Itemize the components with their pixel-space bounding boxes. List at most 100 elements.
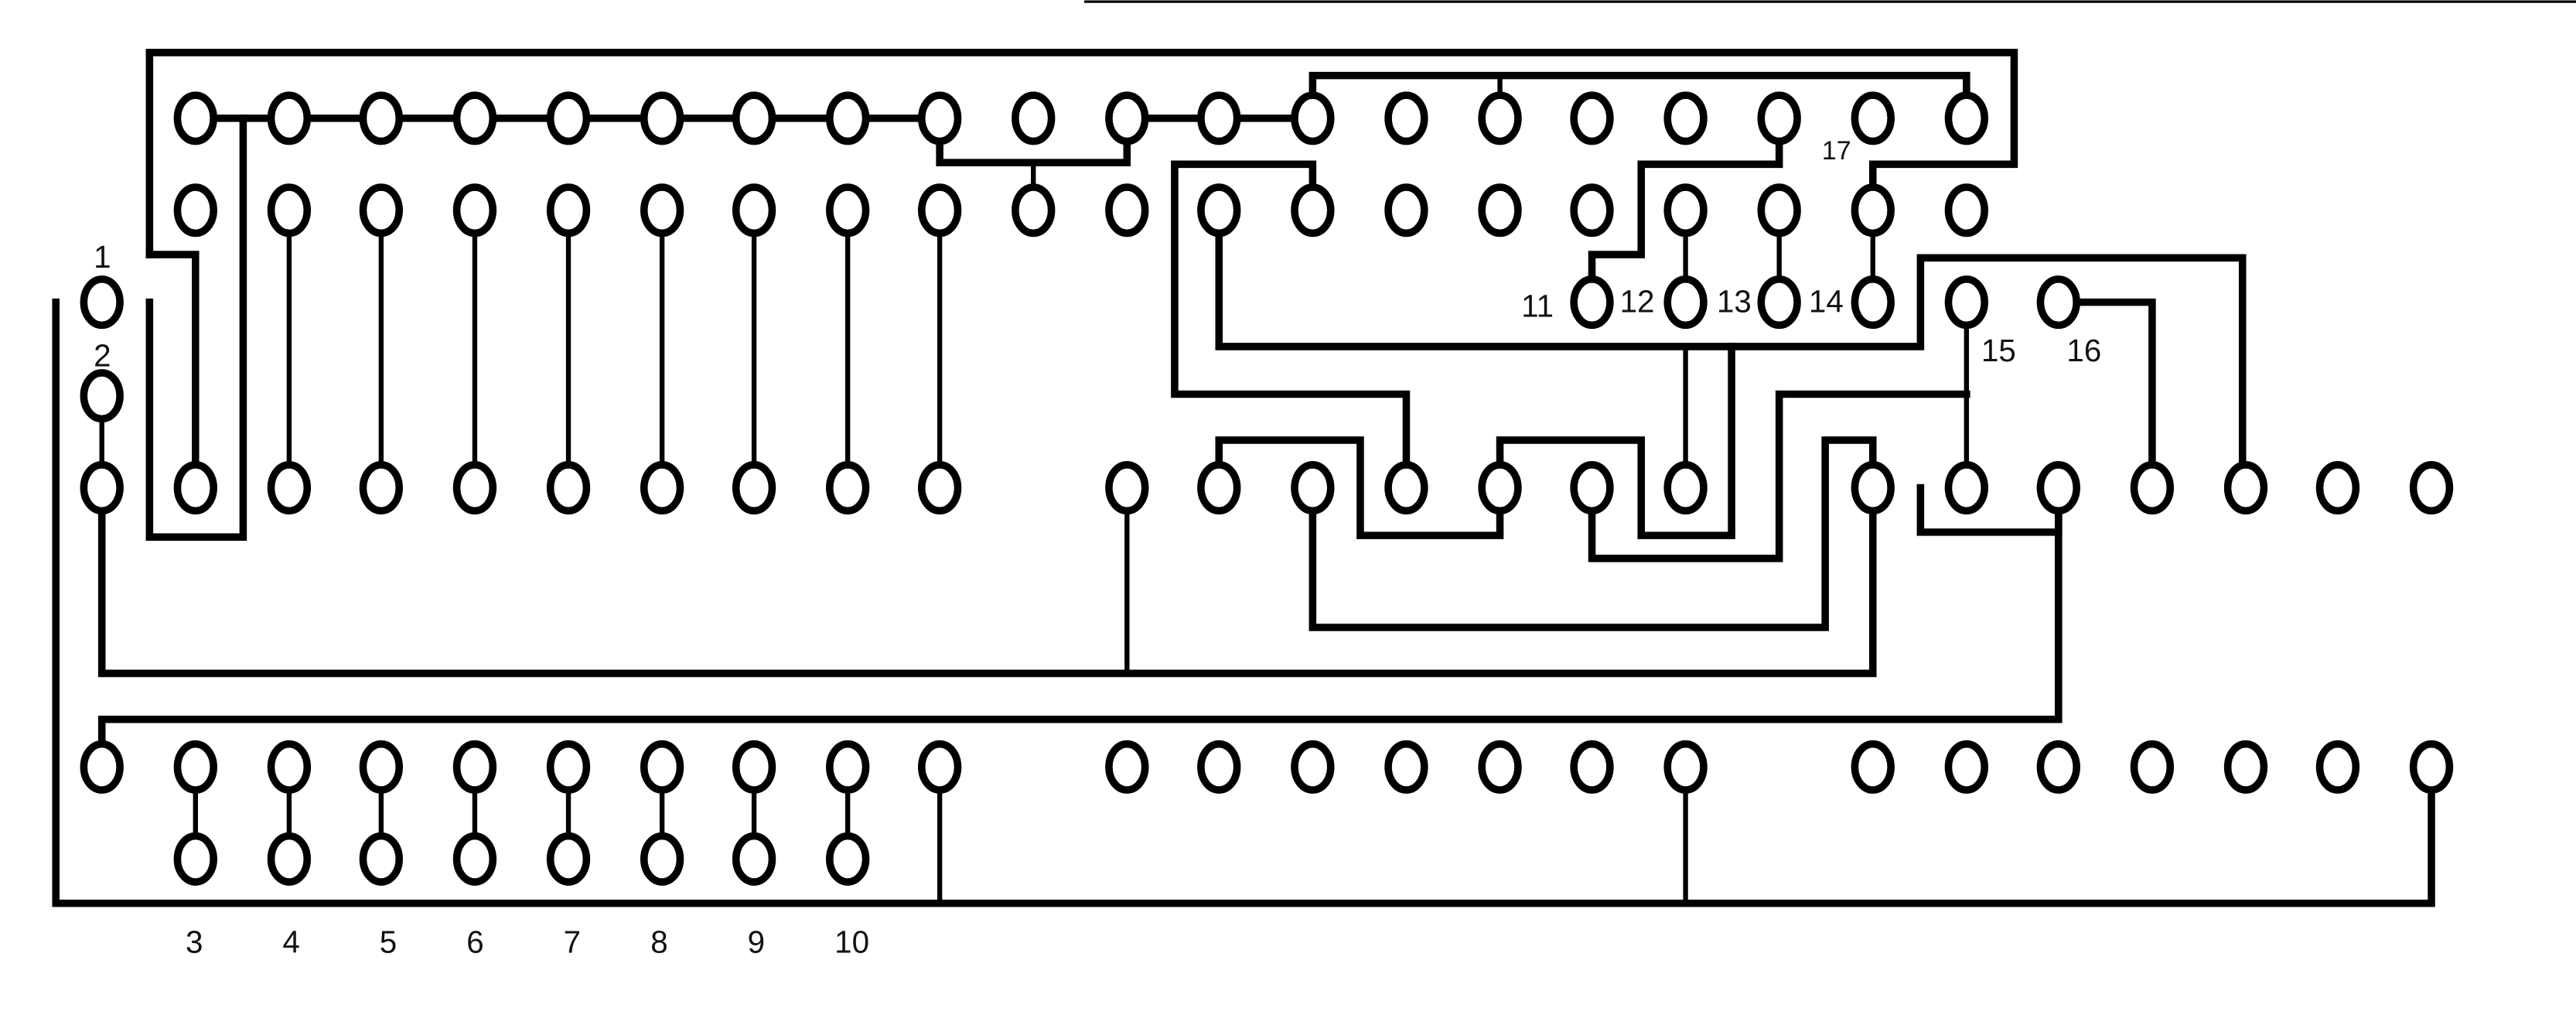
pin-label-7: 7 (564, 924, 581, 959)
pin-label-16: 16 (2066, 333, 2101, 368)
pin-label-11: 11 (1521, 289, 1554, 324)
pad-lower-row (1851, 740, 1895, 794)
pad-middle-row (732, 461, 776, 515)
pad-second-row (1570, 183, 1614, 238)
pad-top-row (826, 91, 870, 145)
pad-middle-row (2130, 461, 2175, 515)
pad-middle-row (2223, 461, 2268, 515)
pad-lower-row (732, 740, 776, 794)
pad-pin-8 (640, 832, 684, 886)
pad-second-row (1105, 183, 1149, 238)
pad-top-row (732, 91, 776, 145)
pad-top-row (1291, 91, 1335, 145)
pad-lower-row (1478, 740, 1522, 794)
pad-top-row (1197, 91, 1241, 145)
pin-label-12: 12 (1620, 283, 1655, 319)
pad-middle-row (546, 461, 591, 515)
traces (52, 49, 2435, 907)
pad-middle-row (2036, 461, 2080, 515)
pad-middle-row (1570, 461, 1614, 515)
pad-lower-row (917, 740, 962, 794)
pad-lower-row (1944, 740, 1989, 794)
pad-top-row (1570, 91, 1614, 145)
pin-label-6: 6 (466, 924, 483, 959)
pin-label-4: 4 (282, 924, 299, 959)
pad-second-row (1478, 183, 1522, 238)
pad-pin-11 (1570, 275, 1614, 330)
pad-middle-row (1663, 461, 1708, 515)
pad-lower-row (640, 740, 684, 794)
pad-middle-row (1851, 461, 1895, 515)
trace (97, 484, 1877, 678)
pad-pin-7 (546, 832, 591, 886)
pad-lower-row (1663, 740, 1708, 794)
trace (1588, 390, 1970, 562)
pad-top-row (640, 91, 684, 145)
pin-label-10: 10 (834, 924, 869, 959)
pad-lower-row (2130, 740, 2175, 794)
pad-second-row (1663, 183, 1708, 238)
pad-top-row (1105, 91, 1149, 145)
pad-middle-row (1105, 461, 1149, 515)
pad-lower-row (546, 740, 591, 794)
pad-pin-10 (826, 832, 870, 886)
pad-middle-row (173, 461, 217, 515)
pad-lower-row (2036, 740, 2080, 794)
pad-middle-row (1291, 461, 1335, 515)
pad-top-row (1944, 91, 1989, 145)
pin-label-17: 17 (1822, 136, 1851, 166)
pin-label-2: 2 (94, 337, 111, 373)
pad-top-row (1384, 91, 1428, 145)
pad-lower-row (267, 740, 312, 794)
pad-middle-row (1384, 461, 1428, 515)
pad-top-row (1478, 91, 1522, 145)
pad-lower-row (80, 740, 124, 794)
pad-top-row (1851, 91, 1895, 145)
pad-second-row (1384, 183, 1428, 238)
pad-pin-15 (1944, 275, 1989, 330)
trace (2055, 298, 2156, 492)
trace (145, 49, 2018, 258)
pad-second-row (452, 183, 497, 238)
pad-pin-3 (173, 832, 217, 886)
pad-second-row (732, 183, 776, 238)
pad-top-row (359, 91, 403, 145)
pad-pin-1 (80, 275, 124, 330)
pad-pin-16 (2036, 275, 2080, 330)
pads (80, 91, 2454, 886)
pad-middle-row (267, 461, 312, 515)
trace (1588, 114, 1783, 306)
pin-label-8: 8 (650, 924, 667, 959)
pad-top-row (1663, 91, 1708, 145)
pad-second-row (1291, 183, 1335, 238)
pad-middle-row (826, 461, 870, 515)
pad-pin-12 (1663, 275, 1708, 330)
pad-pin-13 (1757, 275, 1801, 330)
trace-pin1-right (145, 114, 247, 541)
pin-label-1: 1 (94, 239, 111, 275)
pin-label-14: 14 (1809, 283, 1844, 319)
pin-label-9: 9 (748, 924, 765, 959)
pad-lower-row (2223, 740, 2268, 794)
pad-middle-row (359, 461, 403, 515)
pad-second-row (173, 183, 217, 238)
pad-lower-row (1291, 740, 1335, 794)
pad-second-row (1757, 183, 1801, 238)
pad-second-row (1197, 183, 1241, 238)
pad-lower-row (826, 740, 870, 794)
trace (1308, 436, 1877, 631)
pad-second-row (640, 183, 684, 238)
pad-middle-row (1478, 461, 1522, 515)
pad-top-row (1012, 91, 1056, 145)
pad-top-row (1757, 91, 1801, 145)
pad-lower-row (1105, 740, 1149, 794)
pad-middle-row (640, 461, 684, 515)
pad-middle-row (2315, 461, 2360, 515)
pad-top-row (546, 91, 591, 145)
pad-second-row (267, 183, 312, 238)
pin-label-15: 15 (1981, 333, 2016, 368)
pad-pin-9 (732, 832, 776, 886)
pad-second-row (546, 183, 591, 238)
pad-lower-row (1197, 740, 1241, 794)
